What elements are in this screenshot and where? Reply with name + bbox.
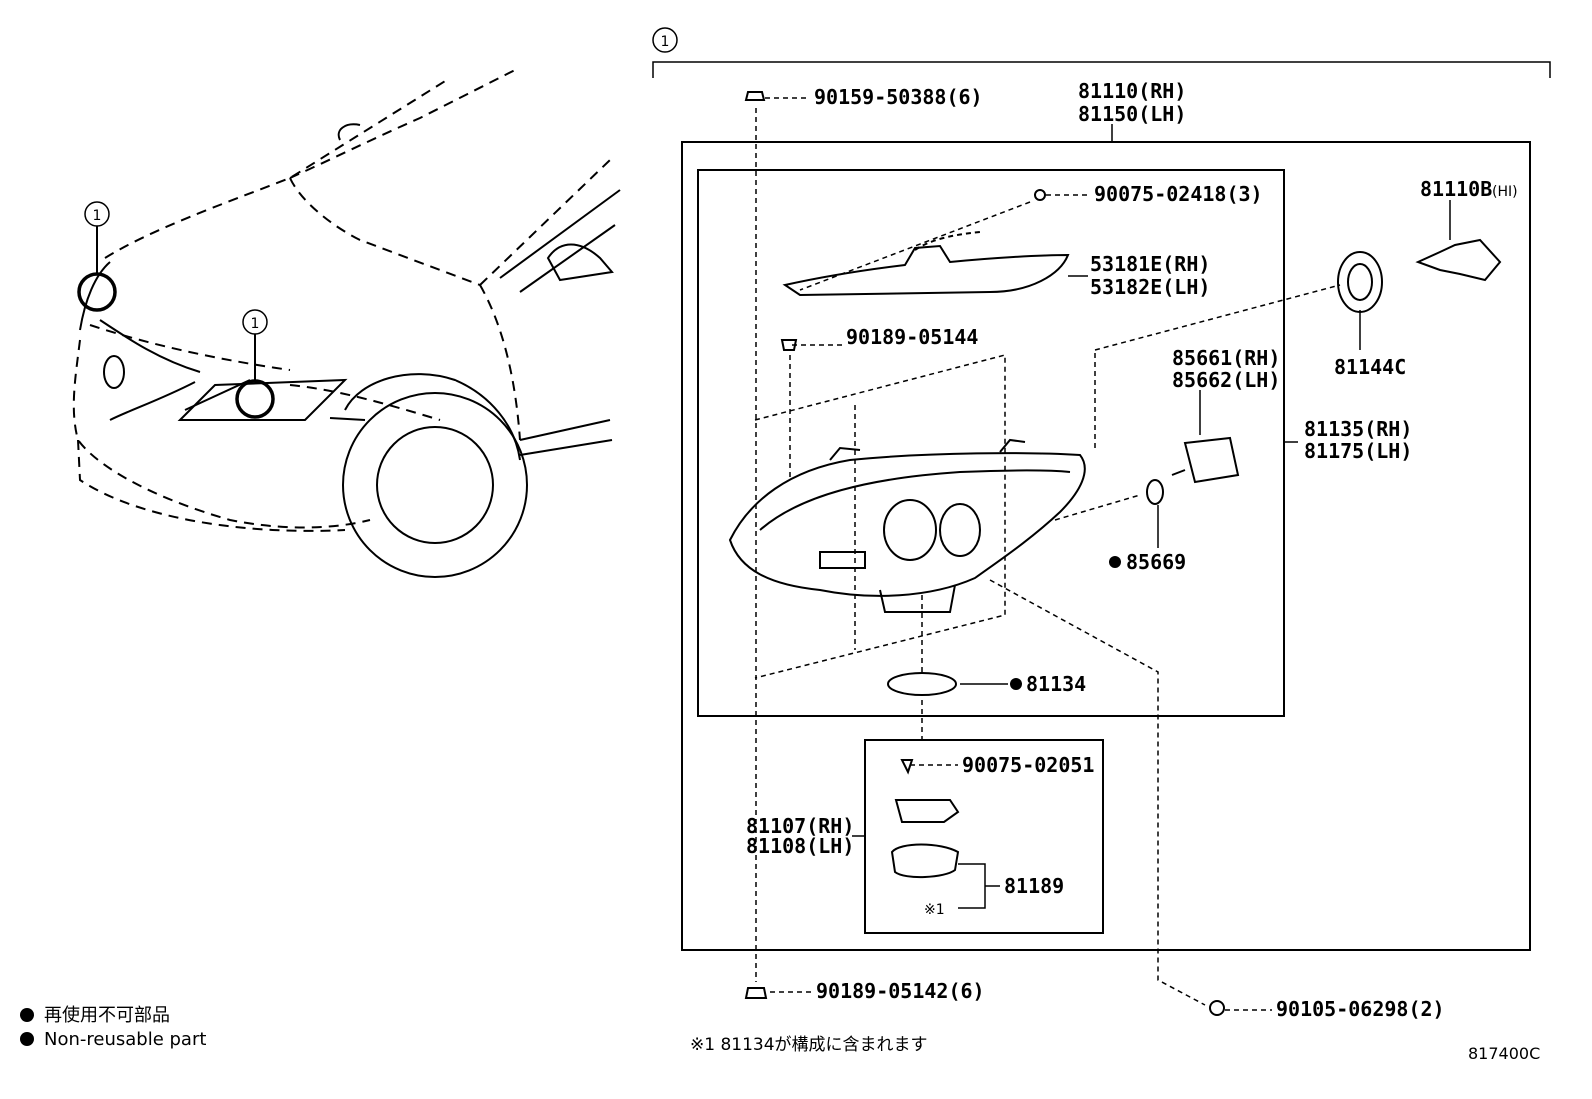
car-illustration — [72, 69, 621, 578]
bullet-dot-icon — [20, 1008, 34, 1022]
label-cover-lh: 53182E(LH) — [1090, 275, 1210, 299]
clip-icon — [780, 339, 798, 351]
non-reusable-dot — [1010, 678, 1022, 690]
label-unit-lh: 81175(LH) — [1304, 439, 1412, 463]
screw-small-icon — [900, 759, 914, 775]
callout-number: 1 — [93, 208, 102, 224]
label-screw-bottom: 90105-06298(2) — [1276, 997, 1445, 1021]
label-screw-ballast: 90075-02051 — [962, 753, 1094, 777]
label-ballast-rh: 81107(RH) — [746, 814, 854, 838]
label-actuator-lh: 85662(LH) — [1172, 368, 1280, 392]
label-gasket: 81134 — [1026, 672, 1086, 696]
unit-frame — [697, 169, 1285, 717]
headlamp-cover — [782, 244, 1070, 297]
callout-number: 1 — [661, 34, 670, 50]
diagram-code: 817400C — [1468, 1044, 1541, 1063]
label-clip: 90189-05144 — [846, 325, 978, 349]
ballast-icon — [894, 799, 960, 823]
label-oring: 85669 — [1126, 550, 1186, 574]
label-bulb: 81110B — [1420, 177, 1492, 201]
part-shapes — [728, 91, 1502, 1016]
gasket-icon — [887, 672, 957, 696]
label-unit-rh: 81135(RH) — [1304, 417, 1412, 441]
label-screw-cover: 90075-02418(3) — [1094, 182, 1263, 206]
bolt-top-icon — [744, 91, 766, 101]
callout-number: 1 — [251, 316, 260, 332]
bracket — [652, 61, 1551, 78]
footnote: ※1 81134が構成に含まれます — [690, 1035, 928, 1055]
solid-leaders — [852, 200, 1451, 909]
legend-en: Non-reusable part — [44, 1029, 207, 1050]
label-note-mark: ※1 — [924, 902, 945, 918]
label-socket: 81189 — [1004, 874, 1064, 898]
actuator-icon — [1183, 436, 1240, 484]
bulb-icon — [1415, 238, 1502, 282]
label-bulb-cap: 81144C — [1334, 355, 1406, 379]
screw-bottom-icon — [1209, 1000, 1225, 1016]
bolt-bottom-icon — [744, 987, 768, 999]
label-assembly-lh: 81150(LH) — [1078, 102, 1186, 126]
label-assembly-rh: 81110(RH) — [1078, 79, 1186, 103]
label-bolt-bottom: 90189-05142(6) — [816, 979, 985, 1003]
socket-icon — [890, 843, 960, 879]
label-cover-rh: 53181E(RH) — [1090, 252, 1210, 276]
non-reusable-dot — [1109, 556, 1121, 568]
screw-icon — [1034, 189, 1046, 201]
leader-lines — [754, 97, 1341, 1011]
legend-jp: 再使用不可部品 — [44, 1005, 170, 1026]
headlamp-unit — [728, 452, 1086, 597]
label-ballast-lh: 81108(LH) — [746, 834, 854, 858]
o-ring-icon — [1146, 479, 1164, 505]
bullet-dot-icon — [20, 1032, 34, 1046]
legend-row-en: Non-reusable part — [20, 1028, 206, 1052]
legend-row-jp: 再使用不可部品 — [20, 1004, 206, 1028]
bulb-cap-icon — [1337, 251, 1383, 313]
label-bolt-top: 90159-50388(6) — [814, 85, 983, 109]
label-actuator-rh: 85661(RH) — [1172, 346, 1280, 370]
assembly-frame — [681, 141, 1531, 951]
legend: 再使用不可部品 Non-reusable part — [20, 1004, 206, 1052]
label-bulb-suffix: (HI) — [1492, 184, 1518, 200]
callout-circle — [652, 27, 678, 53]
